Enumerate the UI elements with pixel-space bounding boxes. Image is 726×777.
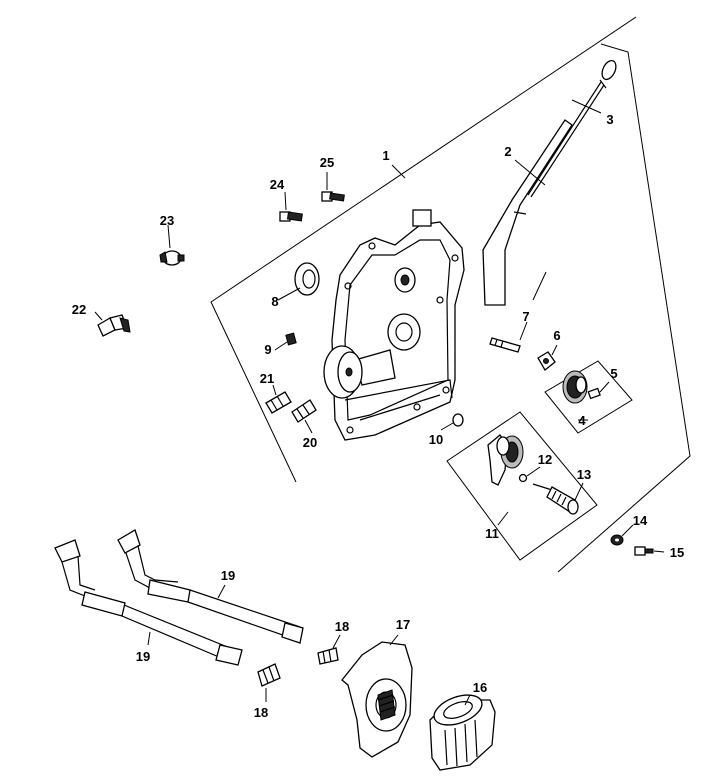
plug-9 [285,332,297,346]
ball-12 [518,473,528,483]
label-part-11: 11 [485,526,499,541]
callout-labels: 1 2 3 4 5 6 7 8 9 10 11 12 13 14 15 16 1… [72,112,684,720]
label-part-23: 23 [160,213,174,228]
label-part-19-lower: 19 [136,649,150,664]
fitting-18-lower [257,663,281,687]
label-part-8: 8 [271,294,278,309]
label-part-18-lower: 18 [254,705,268,720]
label-part-14: 14 [633,513,648,528]
label-part-4: 4 [578,413,586,428]
label-part-16: 16 [473,680,487,695]
assembly-frame-lines [210,16,691,573]
label-part-25: 25 [320,155,334,170]
o-ring-10 [452,413,464,427]
oil-seal-8 [294,262,320,296]
label-part-20: 20 [303,435,317,450]
shaft-7 [489,337,521,353]
label-part-5: 5 [610,366,617,381]
label-part-18-upper: 18 [335,619,349,634]
washer-6 [537,351,556,371]
bolt-24 [279,211,303,222]
oil-pressure-switch-23 [159,250,185,266]
relief-valve-13 [532,483,579,515]
dipstick-tube [482,119,573,306]
label-part-3: 3 [606,112,613,127]
bolt-25 [321,191,345,202]
dipstick [527,59,617,198]
fitting-21 [265,391,292,414]
oil-filter-16 [429,694,496,771]
leader-lines [94,99,665,706]
elbow-fitting-22 [97,314,131,337]
gear-cover-housing [323,209,465,441]
oil-hose-19-lower [54,539,243,666]
gear-4 [562,370,588,404]
washer-14 [610,534,624,546]
fitting-20 [291,399,317,423]
label-part-9: 9 [264,342,271,357]
bolt-15 [634,546,654,556]
oil-hose-19-upper [117,529,304,644]
label-part-13: 13 [577,467,591,482]
filter-adapter-17 [341,641,413,758]
label-part-17: 17 [396,617,410,632]
label-part-22: 22 [72,302,86,317]
label-part-21: 21 [260,371,274,386]
label-part-19-upper: 19 [221,568,235,583]
label-part-7: 7 [522,309,529,324]
pin-5 [587,387,601,400]
label-part-6: 6 [553,328,560,343]
label-part-12: 12 [538,452,552,467]
label-part-2: 2 [504,144,511,159]
label-part-24: 24 [270,177,285,192]
fitting-18-upper [317,647,339,665]
label-part-15: 15 [670,545,684,560]
label-part-1: 1 [382,148,389,163]
oil-pump-assembly-11 [487,434,524,486]
label-part-10: 10 [429,432,443,447]
